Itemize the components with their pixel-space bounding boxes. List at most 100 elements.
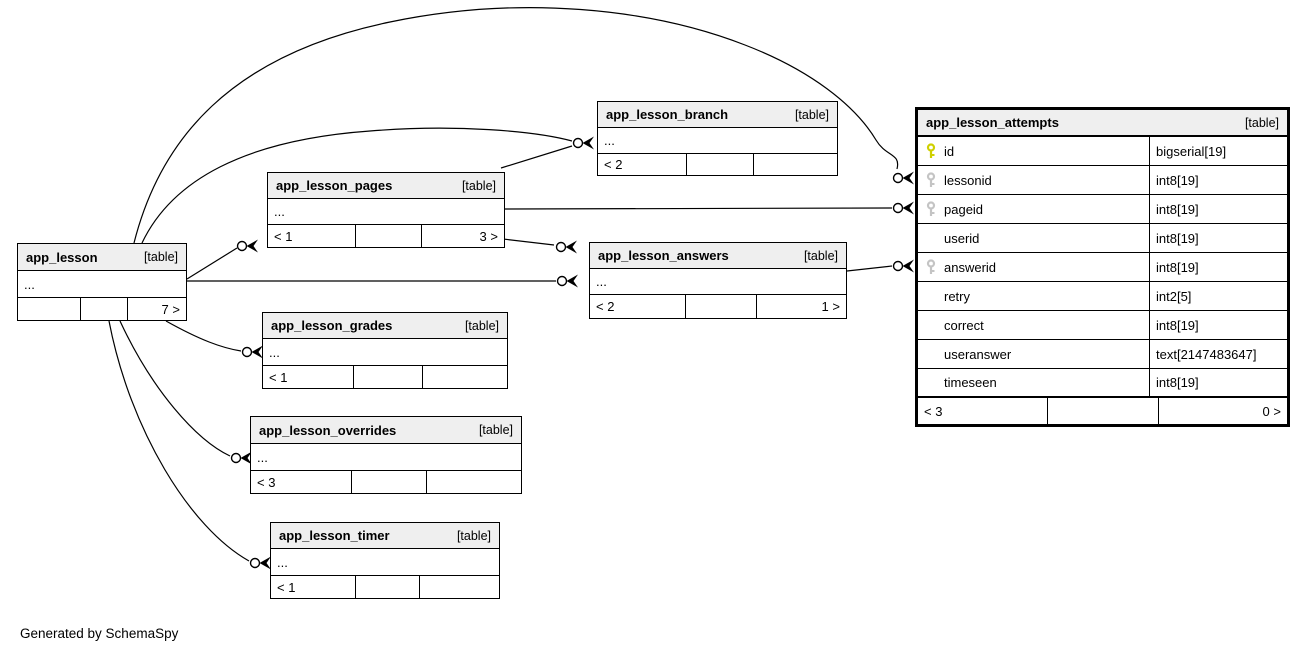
edge-app_lesson-to-pages: [186, 247, 238, 280]
table-name[interactable]: app_lesson_timer: [279, 528, 390, 543]
footer-cell: < 1: [274, 228, 293, 244]
endpoint-grades: [241, 345, 263, 359]
table-name[interactable]: app_lesson_pages: [276, 178, 393, 193]
edge-app_lesson-to-overrides: [119, 320, 231, 457]
table-app_lesson_overrides-header[interactable]: app_lesson_overrides [table]: [251, 417, 521, 444]
table-name[interactable]: app_lesson: [26, 249, 98, 265]
endpoint-overrides: [230, 451, 252, 465]
column-name: timeseen: [944, 375, 997, 390]
table-badge: [table]: [794, 107, 829, 122]
table-app_lesson_timer-header[interactable]: app_lesson_timer [table]: [271, 523, 499, 549]
footer-cell: 0 >: [1157, 398, 1287, 424]
endpoint-answers-upper: [555, 240, 577, 254]
column-name: answerid: [944, 259, 997, 275]
table-name[interactable]: app_lesson_attempts: [926, 115, 1059, 130]
elided-columns-row: ...: [268, 199, 504, 225]
table-name[interactable]: app_lesson_overrides: [259, 422, 397, 438]
endpoint-answers-lower: [556, 274, 578, 288]
column-name-cell: correct: [918, 311, 1150, 339]
table-badge: [table]: [143, 250, 178, 264]
footer-cell: < 3: [924, 403, 943, 419]
table-app_lesson_pages: app_lesson_pages [table] ... < 1 3 >: [267, 172, 505, 248]
footer-cell: [353, 366, 421, 388]
edge-pages-to-answers: [502, 238, 555, 246]
column-name: retry: [944, 288, 970, 304]
column-name: useranswer: [944, 346, 1012, 362]
table-app_lesson_grades-header[interactable]: app_lesson_grades [table]: [263, 313, 507, 339]
table-badge: [table]: [464, 318, 499, 333]
edge-answers-to-attempts-answerid: [846, 265, 893, 272]
table-badge: [table]: [461, 178, 496, 193]
table-name[interactable]: app_lesson_branch: [606, 107, 729, 122]
table-app_lesson_branch: app_lesson_branch [table] ... < 2: [597, 101, 838, 176]
table-footer: < 2 1 >: [590, 295, 846, 318]
column-name-cell: timeseen: [918, 369, 1150, 396]
endpoint-attempts-lessonid: [892, 171, 914, 185]
footer-cell: < 1: [277, 579, 296, 595]
table-app_lesson_overrides: app_lesson_overrides [table] ... < 3: [250, 416, 522, 494]
table-badge: [table]: [478, 423, 513, 437]
column-name-cell: useranswer: [918, 340, 1150, 368]
table-name[interactable]: app_lesson_answers: [598, 248, 729, 263]
footer-cell: [753, 154, 837, 175]
edge-pages-to-branch: [500, 145, 573, 169]
column-type: int8[19]: [1156, 375, 1199, 390]
column-name: correct: [944, 317, 984, 333]
primary-key-icon: [925, 142, 944, 160]
column-row: timeseen int8[19]: [918, 369, 1287, 398]
elided-columns-row: ...: [271, 549, 499, 576]
elided-columns-row: ...: [251, 444, 521, 471]
edge-app_lesson-to-branch: [141, 127, 573, 244]
table-badge: [table]: [1244, 115, 1279, 130]
footer-cell: [1047, 398, 1158, 424]
footer-cell: 3 >: [421, 225, 504, 247]
footer-cell: < 3: [257, 474, 276, 490]
elided-columns-row: ...: [598, 128, 837, 154]
table-app_lesson_branch-header[interactable]: app_lesson_branch [table]: [598, 102, 837, 128]
column-name-cell: answerid: [918, 253, 1150, 281]
footer-cell: [686, 154, 753, 175]
column-type: int8[19]: [1156, 172, 1199, 188]
footer-cell: < 1: [269, 369, 288, 385]
footer-cell: 7 >: [127, 298, 186, 320]
footer-cell: [18, 298, 80, 320]
column-type: int8[19]: [1156, 259, 1199, 275]
table-footer: < 1: [263, 366, 507, 388]
endpoint-timer: [249, 556, 271, 570]
generated-by-note: Generated by SchemaSpy: [20, 626, 179, 641]
table-app_lesson_timer: app_lesson_timer [table] ... < 1: [270, 522, 500, 599]
table-app_lesson_attempts-header[interactable]: app_lesson_attempts [table]: [918, 110, 1287, 137]
edge-app_lesson-to-timer: [108, 320, 250, 562]
table-footer: < 2: [598, 154, 837, 175]
table-app_lesson_answers-header[interactable]: app_lesson_answers [table]: [590, 243, 846, 269]
footer-cell: [350, 471, 427, 493]
table-footer: < 3: [251, 471, 521, 493]
endpoint-branch: [572, 136, 594, 150]
foreign-key-icon: [925, 171, 944, 189]
elided-columns-row: ...: [590, 269, 846, 295]
column-name-cell: lessonid: [918, 166, 1150, 194]
edge-app_lesson-to-grades: [165, 320, 242, 352]
footer-cell: [419, 576, 499, 598]
edge-app_lesson-to-attempts-lessonid: [133, 7, 899, 244]
table-app_lesson-header[interactable]: app_lesson [table]: [18, 244, 186, 271]
table-footer: < 1: [271, 576, 499, 598]
table-app_lesson_pages-header[interactable]: app_lesson_pages [table]: [268, 173, 504, 199]
column-type: bigserial[19]: [1156, 143, 1227, 159]
edge-pages-to-attempts-pageid: [504, 207, 893, 210]
table-name[interactable]: app_lesson_grades: [271, 318, 393, 333]
column-name: id: [944, 143, 955, 159]
column-name-cell: id: [918, 137, 1150, 165]
footer-cell: [684, 295, 757, 318]
column-name-cell: retry: [918, 282, 1150, 310]
endpoint-pages: [236, 239, 258, 253]
table-app_lesson_attempts: app_lesson_attempts [table] id bigserial[…: [915, 107, 1290, 427]
table-badge: [table]: [456, 528, 491, 543]
endpoint-attempts-answerid: [892, 259, 914, 273]
